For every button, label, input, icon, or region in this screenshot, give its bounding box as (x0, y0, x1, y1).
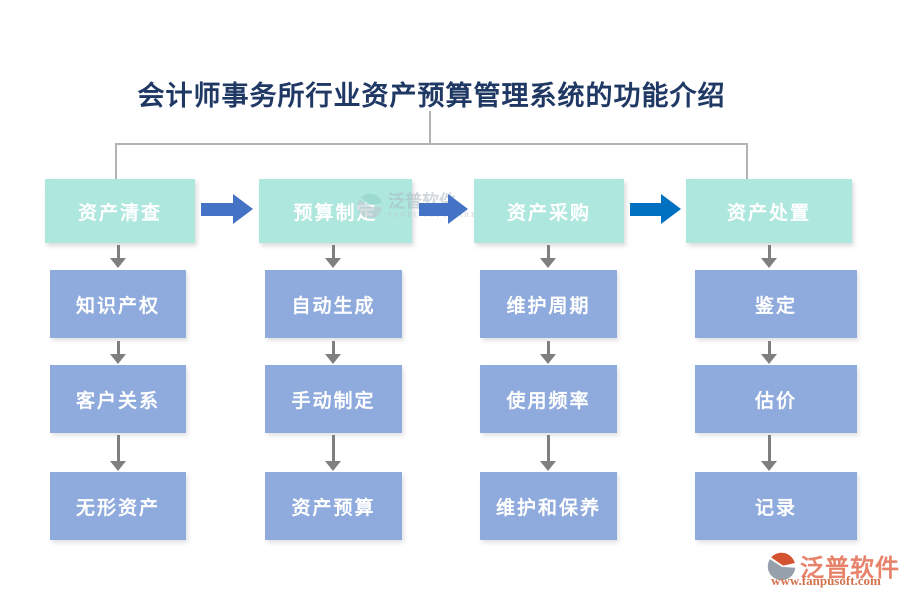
arrow-body (546, 245, 550, 258)
item-box-label: 资产预算 (291, 497, 376, 519)
arrow-body (767, 435, 771, 461)
arrow-head (761, 461, 777, 471)
arrow-down-icon (540, 245, 556, 268)
item-box-customer-relations: 客户关系 (50, 365, 186, 433)
stage-box-budget-formulation: 预算制定 (259, 179, 412, 243)
item-box-label: 客户关系 (75, 390, 160, 412)
stage-box-asset-procurement: 资产采购 (474, 179, 624, 243)
item-box-label: 知识产权 (75, 295, 160, 317)
arrow-head (325, 461, 341, 471)
item-box-maintenance-upkeep: 维护和保养 (480, 472, 617, 540)
arrow-head (761, 258, 777, 268)
page-title: 会计师事务所行业资产预算管理系统的功能介绍 (137, 81, 726, 111)
arrow-head (110, 258, 126, 268)
arrow-right-icon (201, 194, 253, 224)
item-box-label: 维护和保养 (495, 497, 601, 519)
fanpu-logo-icon (357, 193, 383, 219)
item-box-maintenance-cycle: 维护周期 (480, 270, 617, 338)
arrow-body (630, 202, 661, 216)
arrow-down-icon (325, 435, 341, 471)
arrow-down-icon (325, 341, 341, 364)
arrow-head (325, 258, 341, 268)
arrow-down-icon (540, 341, 556, 364)
arrow-body (767, 341, 771, 354)
arrow-body (331, 341, 335, 354)
connector-right-drop-line (746, 143, 748, 179)
arrow-head (325, 354, 341, 364)
item-box-label: 自动生成 (291, 295, 376, 317)
item-box-label: 鉴定 (754, 295, 797, 317)
arrow-body (419, 202, 448, 216)
arrow-down-icon (540, 435, 556, 471)
arrow-head (540, 258, 556, 268)
brand-name: 泛普软件 (800, 556, 900, 582)
arrow-head (661, 194, 681, 224)
arrow-down-icon (110, 341, 126, 364)
arrow-head (448, 194, 468, 224)
arrow-right-icon (630, 194, 681, 224)
arrow-body (546, 341, 550, 354)
arrow-body (201, 202, 233, 216)
arrow-body (546, 435, 550, 461)
arrow-head (110, 461, 126, 471)
item-box-asset-budget: 资产预算 (265, 472, 402, 540)
arrow-body (331, 435, 335, 461)
stage-box-label: 资产处置 (726, 202, 811, 224)
item-box-label: 手动制定 (291, 390, 376, 412)
item-box-appraisal: 鉴定 (695, 270, 857, 338)
connector-horizontal-line (115, 143, 748, 145)
item-box-intellectual-property: 知识产权 (50, 270, 186, 338)
item-box-intangible-assets: 无形资产 (50, 472, 186, 540)
arrow-down-icon (325, 245, 341, 268)
fanpu-logo-icon (767, 552, 796, 581)
item-box-auto-generate: 自动生成 (265, 270, 402, 338)
arrow-head (110, 354, 126, 364)
connector-left-drop-line (115, 143, 117, 179)
stage-box-label: 预算制定 (293, 202, 378, 224)
arrow-right-icon (419, 194, 468, 224)
arrow-body (116, 341, 120, 354)
stage-box-label: 资产清查 (77, 202, 162, 224)
arrow-down-icon (761, 341, 777, 364)
arrow-down-icon (110, 435, 126, 471)
arrow-head (540, 354, 556, 364)
stage-box-asset-disposal: 资产处置 (686, 179, 852, 243)
item-box-label: 维护周期 (506, 295, 591, 317)
connector-stem-line (429, 111, 431, 143)
item-box-label: 估价 (754, 390, 797, 412)
arrow-body (116, 245, 120, 258)
arrow-body (767, 245, 771, 258)
item-box-label: 记录 (754, 497, 797, 519)
item-box-usage-frequency: 使用频率 (480, 365, 617, 433)
brand-url: www.fanpusoft.com (771, 573, 881, 588)
arrow-body (331, 245, 335, 258)
item-box-record: 记录 (695, 472, 857, 540)
item-box-label: 无形资产 (75, 497, 160, 519)
arrow-head (540, 461, 556, 471)
arrow-down-icon (761, 245, 777, 268)
item-box-valuation: 估价 (695, 365, 857, 433)
item-box-manual-formulation: 手动制定 (265, 365, 402, 433)
stage-box-asset-inventory: 资产清查 (45, 179, 195, 243)
arrow-down-icon (761, 435, 777, 471)
arrow-head (233, 194, 253, 224)
item-box-label: 使用频率 (506, 390, 591, 412)
arrow-down-icon (110, 245, 126, 268)
stage-box-label: 资产采购 (506, 202, 591, 224)
arrow-body (116, 435, 120, 461)
arrow-head (761, 354, 777, 364)
